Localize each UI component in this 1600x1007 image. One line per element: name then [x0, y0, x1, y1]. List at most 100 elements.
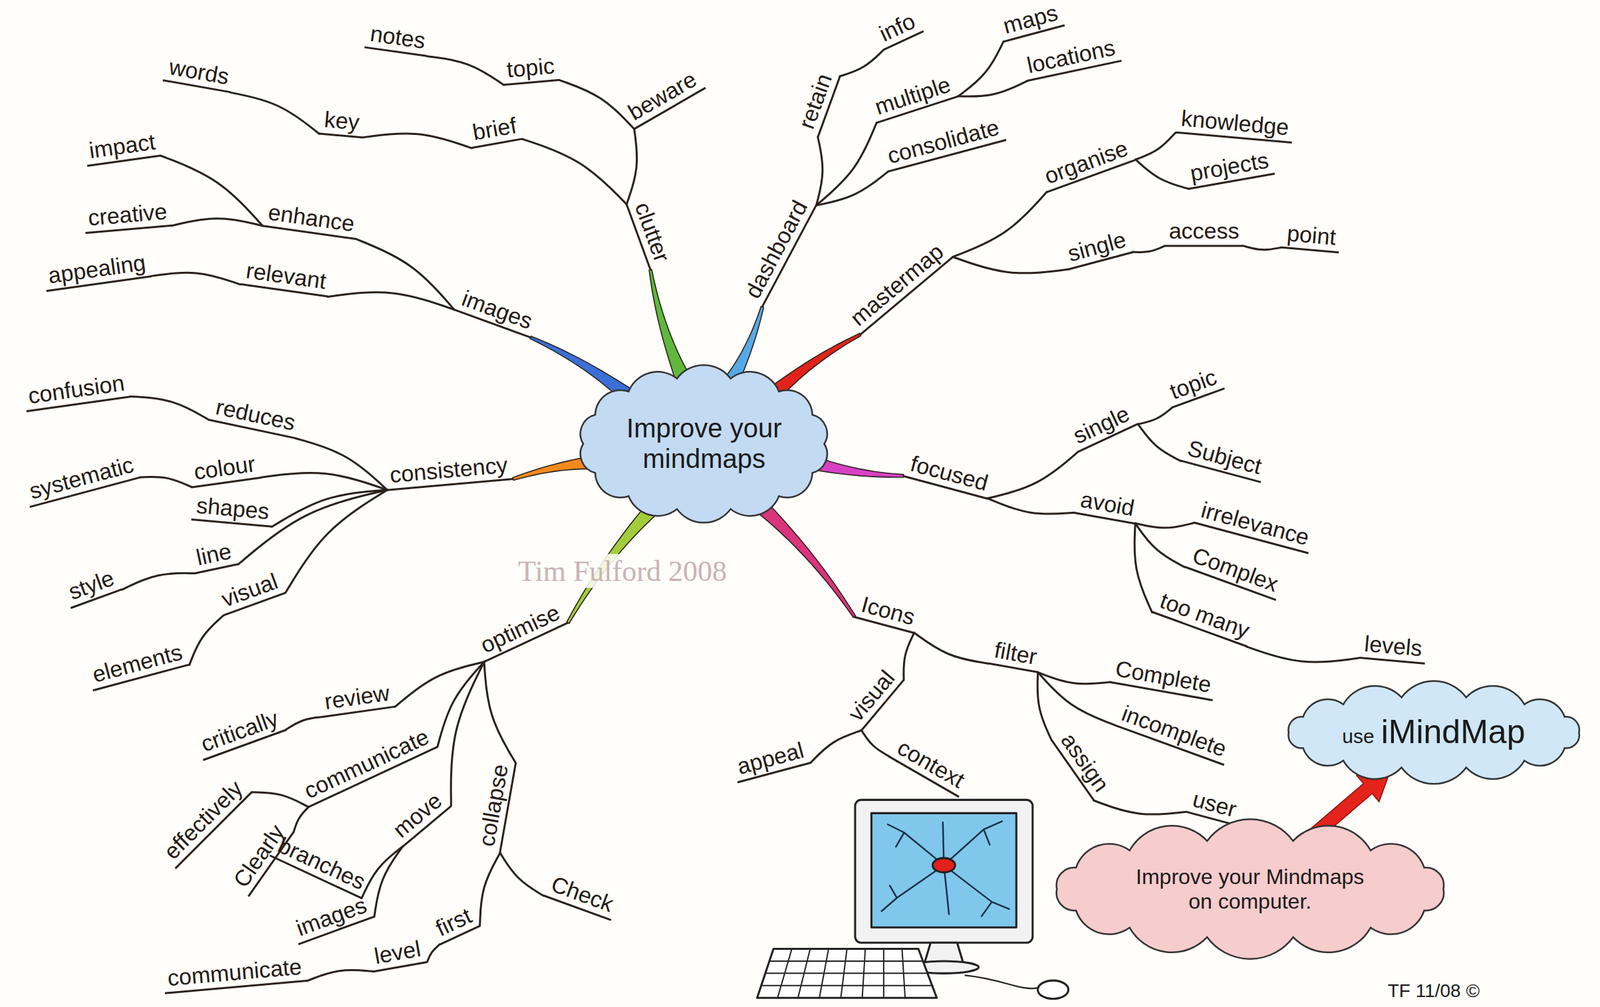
word-text: projects	[1188, 147, 1271, 187]
branch-word: context	[888, 732, 973, 799]
cloud-outline	[568, 362, 840, 527]
word-text: communicate	[166, 954, 303, 991]
branch-word: words	[162, 53, 236, 94]
keyboard-keys	[761, 949, 934, 999]
word-text: visual	[842, 665, 900, 727]
word-text: notes	[369, 20, 428, 54]
branch-line	[426, 944, 440, 963]
monitor-neck	[924, 942, 963, 964]
word-text: elements	[89, 639, 185, 688]
branch-word: review	[318, 679, 396, 719]
branch-line	[1246, 647, 1359, 663]
branch-word: key	[319, 106, 365, 139]
word-text: user	[1190, 786, 1240, 823]
branch-word: too many	[1151, 586, 1257, 648]
cloud-bubble: Improve your mindmaps	[568, 362, 840, 527]
branch-line	[480, 853, 501, 926]
branch-word: organise	[1037, 133, 1137, 193]
word-text: appealing	[46, 249, 147, 288]
word-text: confusion	[26, 369, 126, 409]
branch-line	[374, 846, 403, 918]
branch-word: creative	[83, 198, 173, 235]
word-text: impact	[87, 129, 157, 164]
branch-line	[958, 41, 1004, 97]
watermark: Tim Fulford 2008	[515, 554, 730, 589]
branch-word: appeal	[730, 736, 811, 785]
branch-word: confusion	[22, 369, 131, 413]
branch-line	[559, 80, 634, 130]
branch-word: communicate	[296, 722, 438, 809]
word-text: words	[167, 53, 232, 90]
branch-line	[1137, 424, 1181, 461]
word-text: communicate	[300, 724, 433, 804]
branch-word: relevant	[240, 257, 332, 298]
branch-line	[285, 717, 323, 731]
branch-line	[500, 853, 544, 896]
branch-word: visual	[840, 662, 906, 731]
word-text: optimise	[476, 599, 564, 659]
branch-line	[271, 490, 388, 527]
branch-word: colour	[188, 450, 262, 489]
branch-line	[1037, 672, 1052, 741]
branch-word: filter	[987, 636, 1043, 674]
word-text: Complete	[1113, 656, 1214, 699]
branch-word: clutter	[625, 194, 677, 270]
branch-word: critically	[193, 704, 287, 762]
branch-word: irrelevance	[1194, 496, 1317, 555]
branch-word: visual	[214, 567, 286, 617]
branch-line	[295, 438, 388, 491]
mouse	[1038, 980, 1069, 1000]
branch-word: effectively	[155, 773, 253, 870]
branch-line	[1243, 246, 1283, 251]
signature: TF 11/08 ©	[1385, 980, 1483, 1003]
cloud-text: Improve your Mindmaps on computer.	[1135, 865, 1364, 914]
word-text: enhance	[266, 198, 356, 237]
branch-line	[816, 171, 889, 206]
cloud-text: iMindMap	[1381, 713, 1526, 751]
branch-word: level	[368, 934, 427, 973]
branch-word: Check	[542, 869, 621, 922]
word-text: knowledge	[1179, 105, 1290, 141]
branch-line	[958, 81, 1027, 97]
branch-line	[356, 239, 455, 310]
branch-line	[1135, 132, 1176, 160]
branch-line	[626, 129, 637, 205]
word-text: style	[65, 565, 118, 606]
branch-word: mastermap	[842, 236, 954, 336]
word-text: mastermap	[845, 238, 949, 330]
keyboard	[757, 949, 937, 999]
word-text: clutter	[630, 198, 675, 266]
branch-line	[260, 472, 388, 491]
word-text: line	[194, 538, 235, 571]
branch-word: notes	[364, 19, 431, 58]
word-text: context	[893, 734, 970, 794]
word-text: assign	[1056, 728, 1114, 797]
branch-line	[1038, 672, 1114, 725]
branch-line	[427, 56, 505, 86]
word-text: effectively	[158, 776, 247, 865]
branch-word: enhance	[262, 198, 360, 241]
branch-word: access	[1165, 218, 1244, 247]
word-text: images	[292, 892, 370, 941]
cloud-bubble: Improve your Mindmaps on computer.	[1046, 829, 1455, 950]
branch-word: images	[454, 283, 540, 339]
branch-line	[1134, 523, 1152, 613]
word-text: levels	[1363, 631, 1424, 662]
word-text: point	[1286, 220, 1338, 250]
word-text: too many	[1156, 587, 1253, 644]
branch-line	[1135, 523, 1195, 529]
word-text: systematic	[26, 452, 137, 505]
branch-line	[327, 292, 455, 310]
word-text: key	[323, 106, 361, 135]
branch-line	[140, 477, 192, 488]
branch-word: shapes	[190, 492, 274, 529]
word-text: move	[387, 787, 447, 843]
branch-word: move	[385, 784, 453, 848]
branch-word: line	[190, 537, 239, 575]
word-text: info	[875, 7, 920, 47]
branch-word: reduces	[208, 393, 302, 440]
word-text: consistency	[389, 452, 509, 488]
branch-line	[810, 730, 862, 764]
branch-line	[1132, 246, 1165, 253]
cloud-text: Improve your mindmaps	[626, 413, 782, 474]
